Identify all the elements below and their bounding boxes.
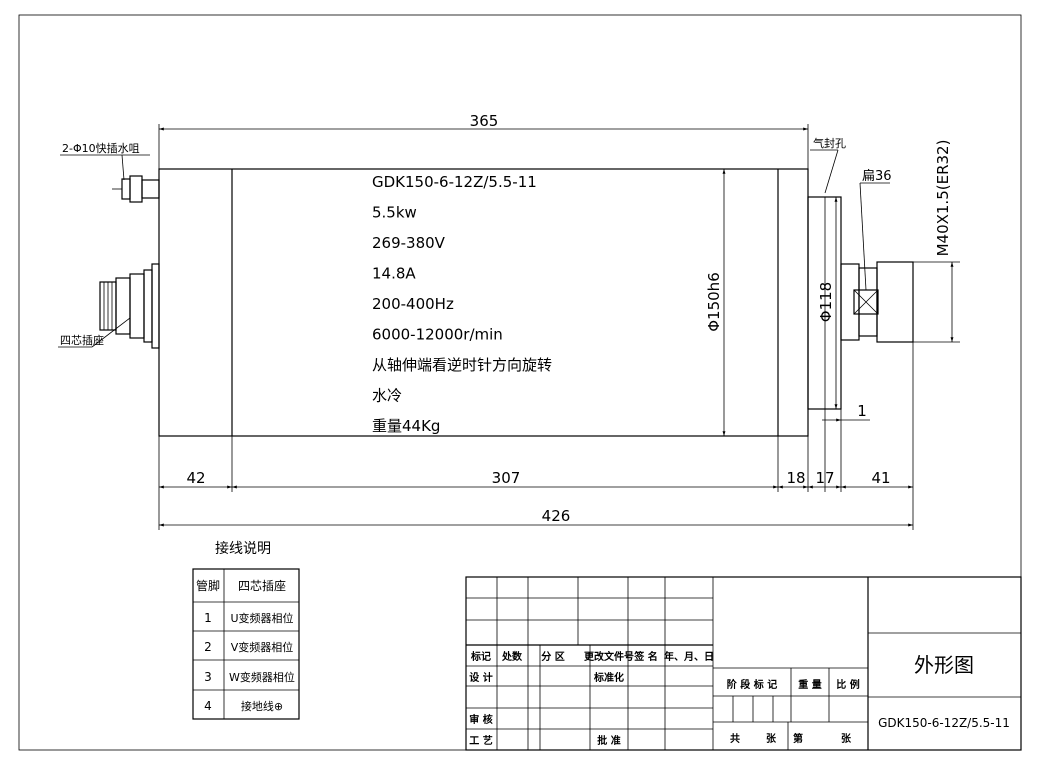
dim-front-b: 17 [815,469,834,487]
dim-overall-total: 426 [542,507,571,525]
dimension-lines [158,124,960,530]
tb-stage-mark: 阶 段 标 记 [727,678,777,691]
wiring-rows: 1 U变频器相位 2 V变频器相位 3 W变频器相位 4 接地线⊕ [204,611,295,713]
wiring-desc: W变频器相位 [229,670,295,684]
spec-line: GDK150-6-12Z/5.5-11 [372,173,537,191]
tb-review: 审 核 [469,713,492,726]
wiring-pin: 3 [204,670,212,684]
tb-standardize: 标准化 [593,671,624,684]
dim-flat: 扁36 [862,169,892,184]
callout-water-fitting: 2-Φ10快插水咀 [62,141,140,155]
dim-front-a: 18 [786,469,805,487]
tb-design: 设 计 [469,671,492,684]
wiring-desc: V变频器相位 [231,640,294,654]
tb-sheet-no: 第 [793,732,803,745]
wiring-desc: 接地线⊕ [241,699,283,713]
revision-headers: 标记处数 分 区 更改文件号签 名年、月、日 [470,650,714,663]
wiring-table [192,568,300,720]
revision-header: 分 区 [541,650,564,663]
tb-sheets: 张 [766,732,777,745]
revision-header: 标记 [470,650,491,663]
dim-thread: M40X1.5(ER32) [934,140,952,257]
spec-line: 水冷 [372,387,402,405]
four-pin-connector [99,263,160,349]
wiring-pin: 4 [204,699,212,713]
revision-header: 更改文件号 [584,650,634,663]
callout-leaders [58,154,150,348]
wiring-pin: 2 [204,640,212,654]
spec-list: GDK150-6-12Z/5.5-11 5.5kw 269-380V 14.8A 200… [372,173,552,435]
wiring-header-socket: 四芯插座 [238,578,286,593]
spec-line: 269-380V [372,234,446,252]
wiring-pin: 1 [204,611,212,625]
dim-shaft: 41 [871,469,890,487]
tb-total: 共 [730,732,740,745]
revision-header: 签 名 [633,650,657,663]
spec-line: 重量44Kg [372,417,440,435]
revision-header: 年、月、日 [664,650,714,663]
tb-scale: 比 例 [836,678,859,691]
sheet-border [18,14,1022,751]
dim-overall-body: 365 [470,112,499,130]
spec-line: 从轴伸端看逆时针方向旋转 [372,356,552,374]
wiring-title: 接线说明 [215,540,271,557]
water-fitting [112,175,160,203]
tb-drawing-no: GDK150-6-12Z/5.5-11 [878,716,1010,730]
spindle-outline [158,168,914,437]
dim-gap: 1 [857,402,867,420]
spec-line: 5.5kw [372,204,417,222]
revision-header: 处数 [501,650,523,663]
tb-approve: 批 准 [597,734,620,747]
title-block [465,576,1022,751]
wiring-desc: U变频器相位 [230,611,293,625]
spec-line: 6000-12000r/min [372,326,503,344]
dim-body-mid: 307 [492,469,521,487]
tb-weight: 重 量 [798,678,821,691]
spec-line: 14.8A [372,265,416,283]
dim-flange-diameter: Φ118 [817,282,835,322]
dim-rear-cap: 42 [186,469,205,487]
spec-line: 200-400Hz [372,295,454,313]
callout-connector: 四芯插座 [60,333,104,347]
tb-drawing-name: 外形图 [914,653,974,677]
callout-air-seal: 气封孔 [813,136,846,150]
tb-sheets2: 张 [841,732,852,745]
wiring-header-pin: 管脚 [196,578,220,593]
dim-body-diameter: Φ150h6 [705,272,723,332]
tb-process: 工 艺 [469,734,492,747]
